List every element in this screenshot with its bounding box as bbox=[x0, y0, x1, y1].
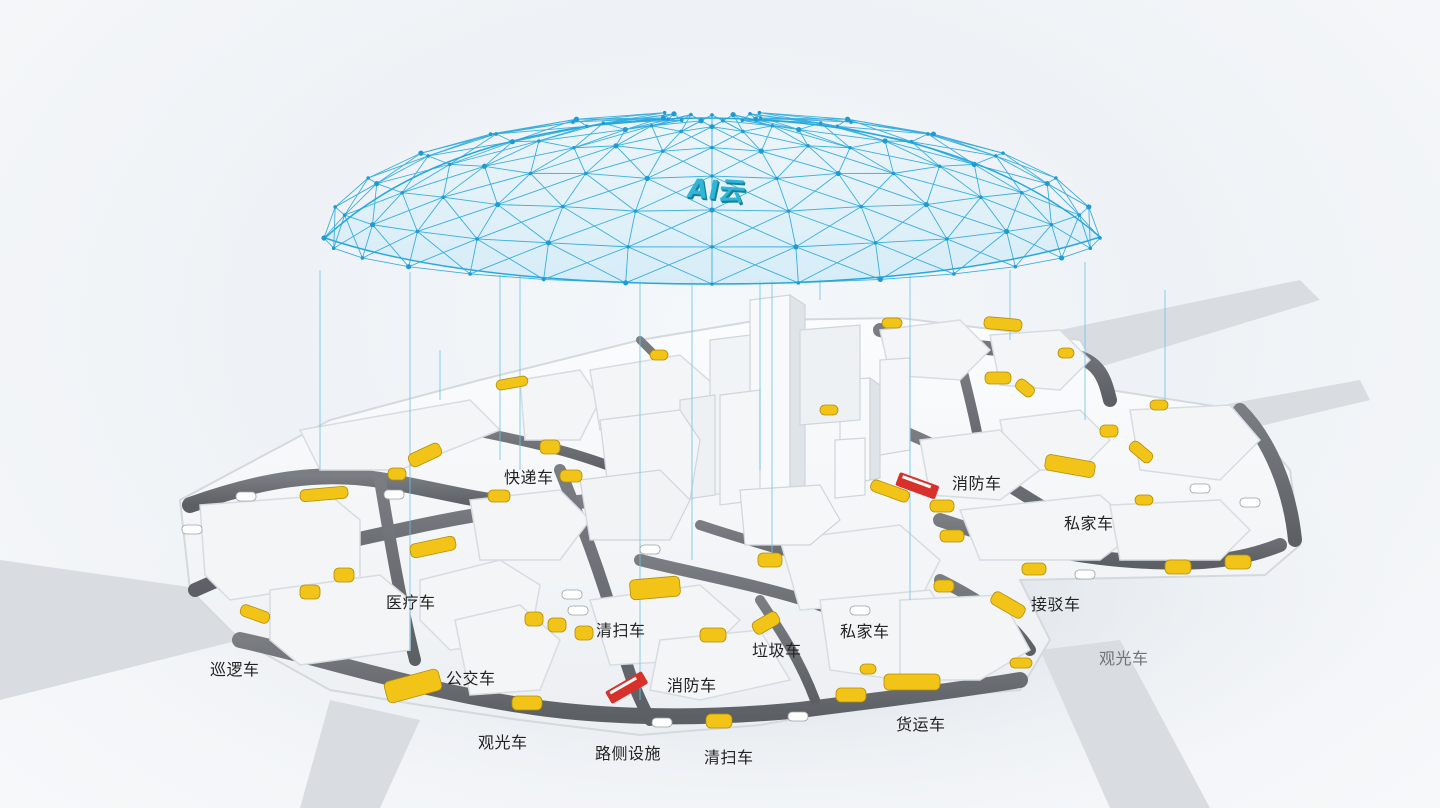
ai-cloud-dome bbox=[321, 110, 1102, 286]
label-bus: 公交车 bbox=[446, 669, 496, 688]
label-medical-vehicle: 医疗车 bbox=[386, 593, 436, 612]
towers bbox=[579, 293, 911, 546]
label-private-car-right: 私家车 bbox=[1064, 514, 1114, 533]
label-sweeper-center: 清扫车 bbox=[596, 621, 646, 640]
label-express-vehicle: 快递车 bbox=[504, 468, 554, 487]
label-private-car-center: 私家车 bbox=[840, 622, 890, 641]
ai-cloud-badge: AI云 bbox=[684, 173, 750, 209]
label-sightseeing-right: 观光车 bbox=[1099, 649, 1149, 668]
label-cargo-truck: 货运车 bbox=[896, 715, 946, 734]
label-patrol-vehicle: 巡逻车 bbox=[210, 660, 260, 679]
buildings bbox=[199, 319, 1262, 701]
label-shuttle: 接驳车 bbox=[1031, 595, 1081, 614]
label-sweeper-bottom: 清扫车 bbox=[704, 748, 754, 767]
label-roadside-facilities: 路侧设施 bbox=[595, 744, 662, 763]
label-sightseeing-left: 观光车 bbox=[478, 733, 528, 752]
fire-trucks bbox=[605, 472, 939, 704]
label-garbage-truck: 垃圾车 bbox=[752, 641, 802, 660]
vehicles bbox=[181, 316, 1261, 729]
label-fire-truck-top: 消防车 bbox=[952, 474, 1002, 493]
outer-roads bbox=[0, 280, 1370, 808]
label-fire-truck-bottom: 消防车 bbox=[667, 676, 717, 695]
